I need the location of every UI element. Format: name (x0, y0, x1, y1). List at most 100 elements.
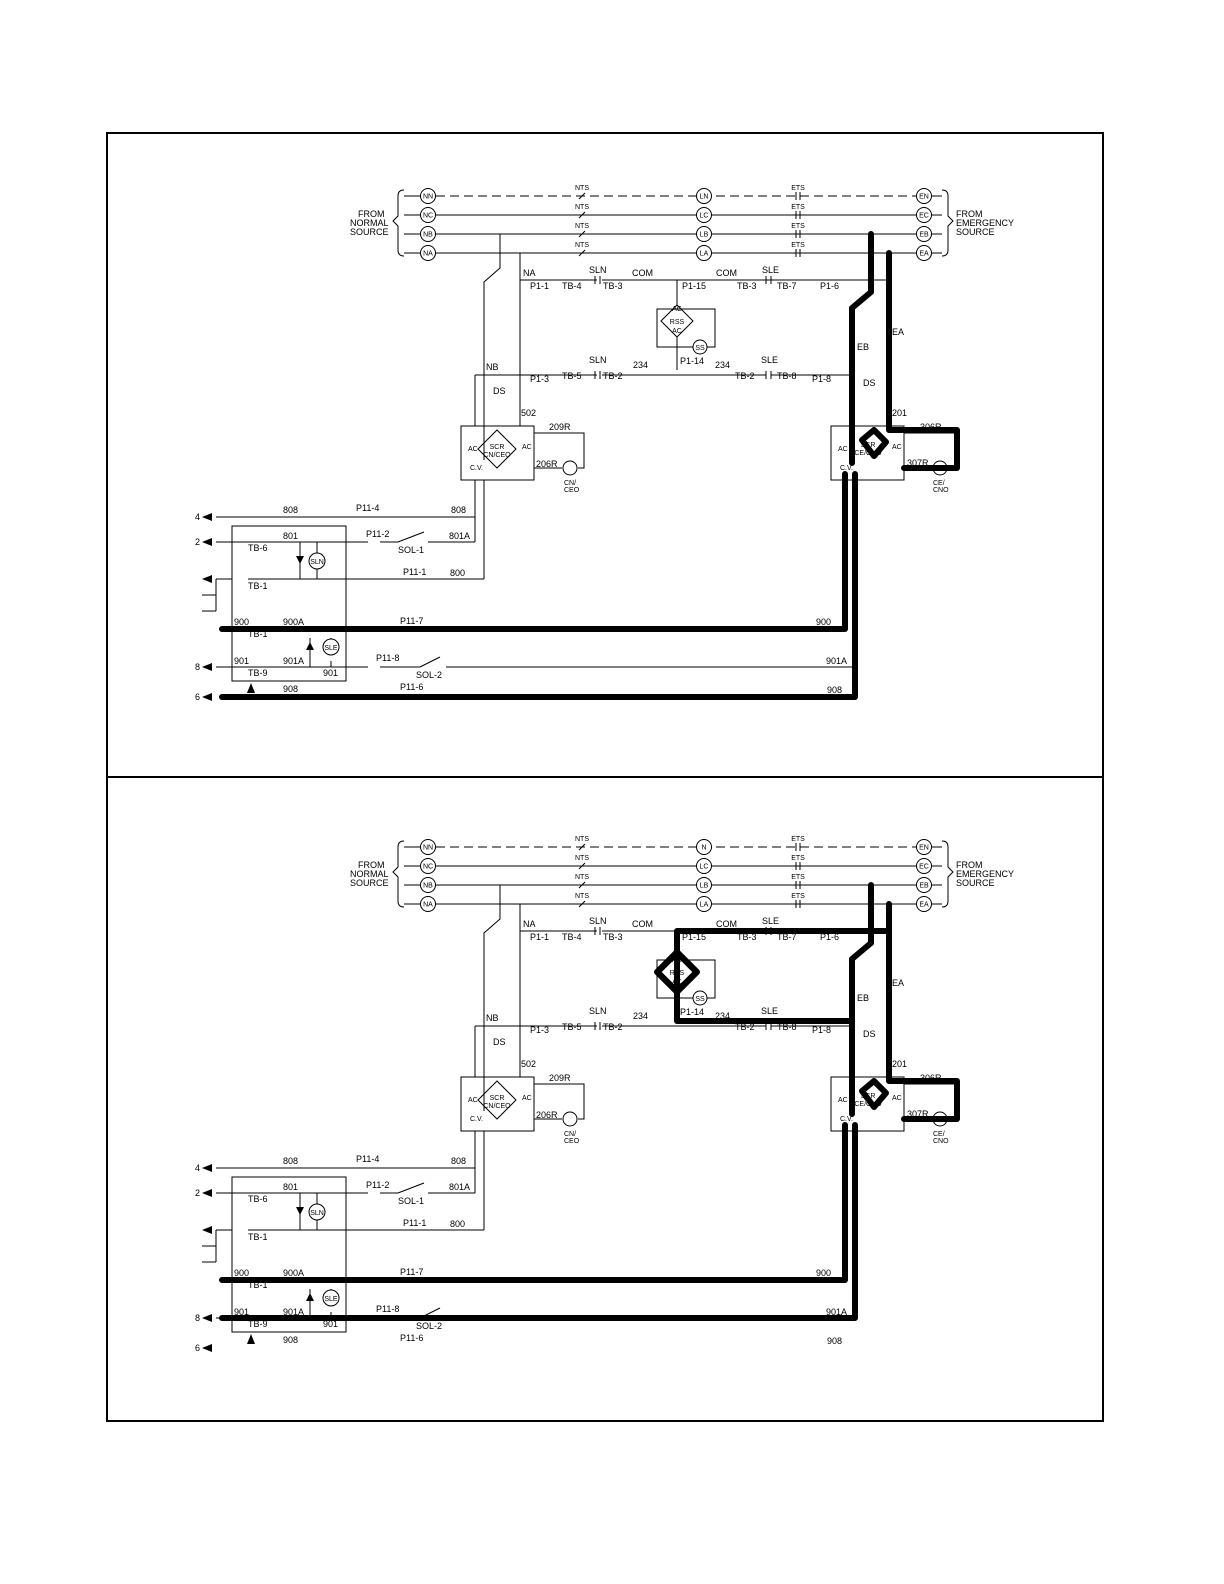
arrow-6 (202, 1344, 212, 1352)
scr-left-ac-1: AC (468, 446, 478, 453)
scr-left-ac-2: AC (522, 1095, 532, 1102)
terminal-lc (696, 207, 712, 223)
ets-label-2: ETS (791, 855, 805, 862)
terminal-eb-label: EB (919, 232, 929, 239)
label-800: 800 (450, 568, 465, 578)
sln-contact-2 (594, 1022, 601, 1030)
terminal-nb (420, 226, 436, 242)
schematic-panel-top: FROM NORMAL SOURCE FROM EMERGENCY SOURCE… (195, 185, 1014, 702)
label-p1-6: P1-6 (820, 932, 839, 942)
label-908: 908 (283, 684, 298, 694)
terminal-ln-label: LN (700, 194, 709, 201)
nts-contact-marks (578, 192, 586, 257)
current-path-segment (219, 1122, 858, 1321)
scr-left-label-2: CN/CEO (483, 452, 511, 459)
terminal-nn-label: NN (423, 845, 433, 852)
label-900a: 900A (283, 1268, 304, 1278)
label-tb-1a: TB-1 (248, 581, 268, 591)
label-sln-2: SLN (589, 355, 607, 365)
label-ds-left: DS (493, 386, 506, 396)
cn-ceo-coil (562, 460, 578, 476)
label-p11-7: P11-7 (400, 616, 423, 626)
label-cn: CN/ (564, 1131, 576, 1138)
nts-label-3: NTS (575, 874, 589, 881)
label-900r: 900 (816, 617, 831, 627)
label-908r: 908 (827, 1336, 842, 1346)
label-502: 502 (521, 1059, 536, 1069)
sol-2-switch (419, 656, 441, 668)
sle-contact-1 (765, 276, 772, 284)
wire-na-rail (520, 279, 890, 370)
arrow-8 (202, 663, 212, 671)
scr-left-label: SCR (490, 444, 505, 451)
label-ea: EA (892, 978, 904, 988)
scr-left-diamond (477, 429, 517, 469)
label-sln-2: SLN (589, 1006, 607, 1016)
emergency-source-label-2: EMERGENCY (956, 218, 1014, 228)
arrow-2 (202, 1189, 212, 1197)
label-307r: 307R (907, 1109, 929, 1119)
emergency-source-label-2: EMERGENCY (956, 869, 1014, 879)
terminal-nc-label: NC (423, 213, 433, 220)
scr-right-ac-2: AC (892, 444, 902, 451)
label-com-2: COM (716, 268, 737, 278)
rss-ac-bottom: AC (672, 328, 682, 335)
terminal-lb (696, 226, 712, 242)
ss-label: SS (695, 996, 705, 1003)
label-908: 908 (283, 1335, 298, 1345)
label-tb-8: TB-8 (777, 1022, 797, 1032)
terminal-nc (420, 207, 436, 223)
arrow-6 (202, 693, 212, 701)
label-ceo: CEO (564, 1138, 580, 1145)
label-p1-14: P1-14 (680, 356, 704, 366)
load-terminals: LN LC LB LA (696, 188, 712, 261)
control-circuit: SLN SLE 4 2 8 6 808 P11-4 808 801 P11-2 … (195, 1154, 852, 1353)
ets-label-2: ETS (791, 204, 805, 211)
label-tb-2a: TB-2 (603, 371, 623, 381)
label-nb: NB (486, 1013, 499, 1023)
terminal-la (696, 896, 712, 912)
scr-right-ac-1: AC (838, 446, 848, 453)
tb-9-marker (247, 683, 255, 693)
current-path-segment (886, 250, 960, 471)
normal-terminals: NN NC NB NA (420, 188, 436, 261)
terminal-na-label: NA (423, 251, 433, 258)
nts-label-2: NTS (575, 204, 589, 211)
label-p1-15: P1-15 (682, 281, 706, 291)
label-sle-1: SLE (762, 916, 779, 926)
highlight-path (219, 231, 960, 700)
diode-2 (306, 642, 314, 650)
scr-right-cv: C.V. (840, 465, 853, 472)
arrow-4 (202, 513, 212, 521)
nts-label-3: NTS (575, 223, 589, 230)
terminal-lc-label: LC (700, 864, 709, 871)
label-p11-4: P11-4 (356, 503, 379, 513)
arrow-tb1 (202, 575, 212, 583)
rss-box (656, 308, 716, 348)
label-209r: 209R (549, 422, 571, 432)
label-p11-2: P11-2 (366, 1180, 389, 1190)
panel-host: FROM NORMAL SOURCE FROM EMERGENCY SOURCE… (195, 185, 1014, 1353)
ets-label-4: ETS (791, 893, 805, 900)
terminal-nn (420, 188, 436, 204)
scr-right-label-2: CE/CNO (854, 450, 882, 457)
label-901b: 901 (323, 668, 338, 678)
label-tb-7: TB-7 (777, 932, 797, 942)
label-ce: CE/ (933, 1131, 945, 1138)
arrow-tb1 (202, 1226, 212, 1234)
label-tb-6: TB-6 (248, 1194, 268, 1204)
label-p1-6: P1-6 (820, 281, 839, 291)
ss-label: SS (695, 345, 705, 352)
sln-contact-1 (594, 927, 601, 935)
scr-right-box (830, 425, 905, 481)
label-tb-1b: TB-1 (248, 629, 268, 639)
scr-right-ac-2: AC (892, 1095, 902, 1102)
sln-coil-label: SLN (310, 1210, 324, 1217)
current-path-segment (654, 949, 700, 995)
terminal-eb (916, 226, 932, 242)
label-209r: 209R (549, 1073, 571, 1083)
control-wires (202, 1167, 852, 1319)
label-p11-1: P11-1 (403, 1218, 426, 1228)
label-na: NA (523, 919, 536, 929)
ets-label-1: ETS (791, 836, 805, 843)
